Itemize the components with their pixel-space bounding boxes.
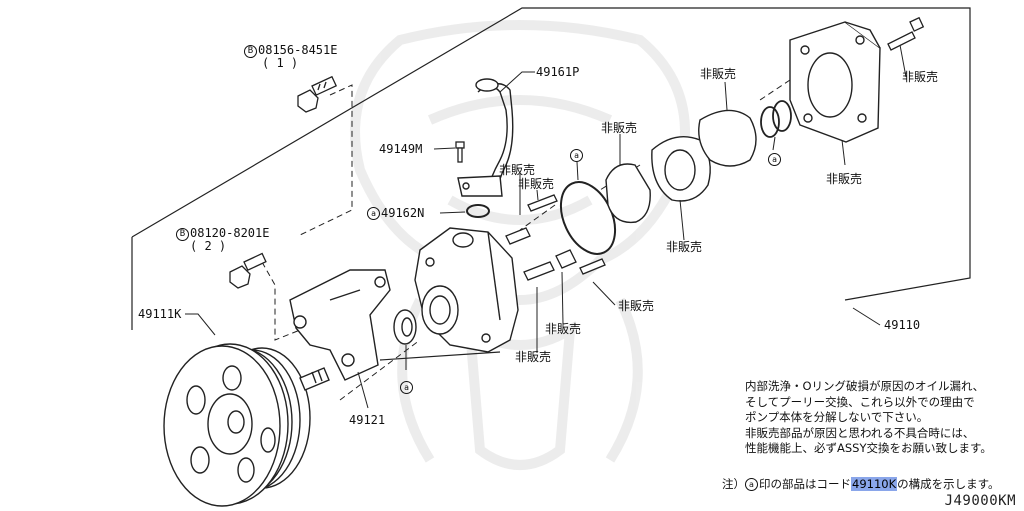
footnote-prefix: 注） [722,477,745,491]
note-line: そしてプーリー交換、これら以外での理由で [745,394,975,409]
label-pipe: 49161P [536,65,580,79]
marker-a: a [570,148,584,162]
label-not-for-sale: 非販売 [601,121,638,135]
bracket-drawing [289,269,391,381]
label-bolt-lower-qty: ( 2 ) [190,239,227,253]
marker-a: a [400,380,414,394]
pulley-drawing [163,343,330,507]
diagram-code: J49000KM [944,493,1016,509]
label-assy: 49110 [884,318,921,332]
small-bolt-drawing [455,141,465,163]
label-not-for-sale: 非販売 [618,299,655,313]
ref-circle: B [176,228,189,241]
bolt-lower-drawing [229,252,267,289]
rear-cover-drawing [789,21,881,143]
label-small-bolt: 49149M [379,142,423,156]
ref-circle: a [367,207,380,220]
assembly-outline [131,7,971,361]
note-line: 非販売部品が原因と思われる不具合時には、 [745,425,975,440]
springs-pins-drawing [505,194,606,281]
oring-drawing [466,204,490,218]
pipe-drawing [457,78,514,197]
ref-circle: B [244,45,257,58]
note-block: 内部洗浄・Oリング破損が原因のオイル漏れ、 そしてプーリー交換、これら以外での理… [745,379,1015,457]
plates-drawing [605,109,757,224]
note-line: 性能機能上、必ずASSY交換をお願い致します。 [745,441,992,456]
leader-lines [185,44,907,409]
label-not-for-sale: 非販売 [902,70,939,84]
pump-body-drawing [414,227,519,353]
label-not-for-sale: 非販売 [666,240,703,254]
note-line: ポンプ本体を分解しないで下さい。 [745,410,929,425]
watermark-crest [350,20,690,470]
label-not-for-sale: 非販売 [700,67,737,81]
bolt-upper-drawing [297,75,338,113]
rear-bolt-drawing [887,16,925,51]
footnote-after: の構成を示します。 [897,477,1000,491]
footnote-code-highlight: 49110K [851,477,898,491]
seal-ring-drawing [393,309,417,345]
label-not-for-sale: 非販売 [518,177,555,191]
label-bolt-upper-qty: ( 1 ) [262,56,299,70]
part-number: 49162N [381,206,425,220]
label-not-for-sale: 非販売 [545,322,582,336]
note-line: 内部洗浄・Oリング破損が原因のオイル漏れ、 [745,379,985,393]
part-number: 08156-8451E [258,43,338,57]
label-not-for-sale: 非販売 [826,172,863,186]
part-number: 08120-8201E [190,226,270,240]
footnote-circle: a [745,478,758,491]
label-pulley: 49111K [138,307,182,321]
label-not-for-sale: 非販売 [515,350,552,364]
small-orings-drawing [760,100,792,138]
footnote-before: 印の部品はコード [759,477,851,491]
label-bracket: 49121 [349,413,386,427]
marker-a: a [768,152,782,166]
label-not-for-sale: 非販売 [499,163,536,177]
